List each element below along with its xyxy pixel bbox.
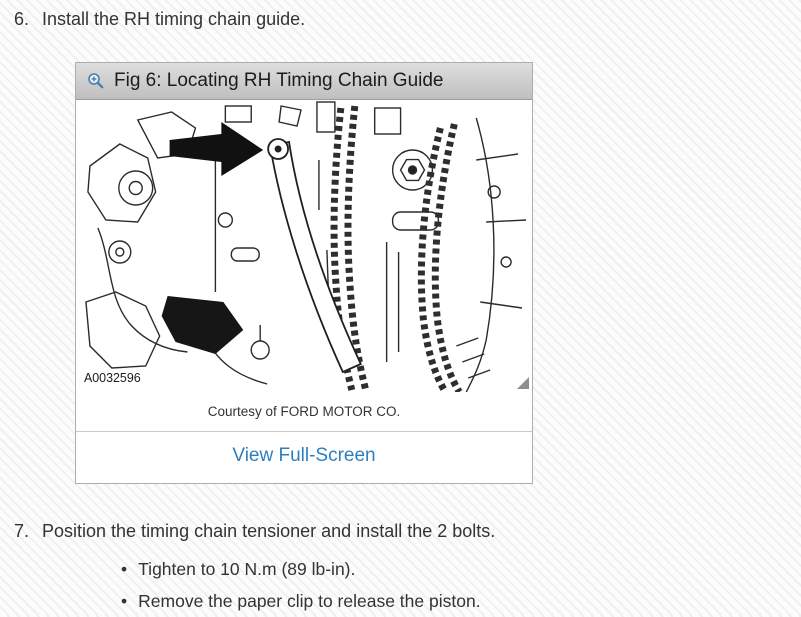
- substep-text: Tighten to 10 N.m (89 lb-in).: [138, 559, 356, 579]
- figure-header[interactable]: Fig 6: Locating RH Timing Chain Guide: [76, 63, 532, 100]
- step-item-6: 6. Install the RH timing chain guide.: [0, 0, 801, 30]
- timing-chain-guide-drawing: A0032596: [84, 101, 527, 392]
- figure-caption: Courtesy of FORD MOTOR CO.: [207, 404, 401, 419]
- step-7-substeps: • Tighten to 10 N.m (89 lb-in). • Remove…: [121, 553, 801, 617]
- divider: [76, 431, 532, 432]
- drawing-label: A0032596: [84, 371, 141, 385]
- pointer-arrow-icon: [169, 122, 264, 176]
- step-number: 6.: [14, 9, 30, 29]
- step-item-7: 7. Position the timing chain tensioner a…: [0, 484, 801, 542]
- list-item: • Tighten to 10 N.m (89 lb-in).: [121, 553, 801, 585]
- magnifier-plus-icon[interactable]: [87, 72, 105, 90]
- bullet-icon: •: [121, 559, 128, 579]
- step-text: Position the timing chain tensioner and …: [42, 521, 496, 541]
- substep-text: Remove the paper clip to release the pis…: [138, 591, 481, 611]
- resize-grip-icon[interactable]: [517, 377, 529, 389]
- step-text: Install the RH timing chain guide.: [42, 9, 306, 29]
- figure-card: Fig 6: Locating RH Timing Chain Guide: [75, 62, 533, 484]
- view-fullscreen-link[interactable]: View Full-Screen: [232, 445, 376, 466]
- list-item: • Remove the paper clip to release the p…: [121, 585, 801, 617]
- guide-outline: [267, 138, 362, 374]
- figure-title: Fig 6: Locating RH Timing Chain Guide: [114, 70, 444, 91]
- step-number: 7.: [14, 521, 30, 541]
- bullet-icon: •: [121, 591, 128, 611]
- figure-image: A0032596: [76, 100, 532, 392]
